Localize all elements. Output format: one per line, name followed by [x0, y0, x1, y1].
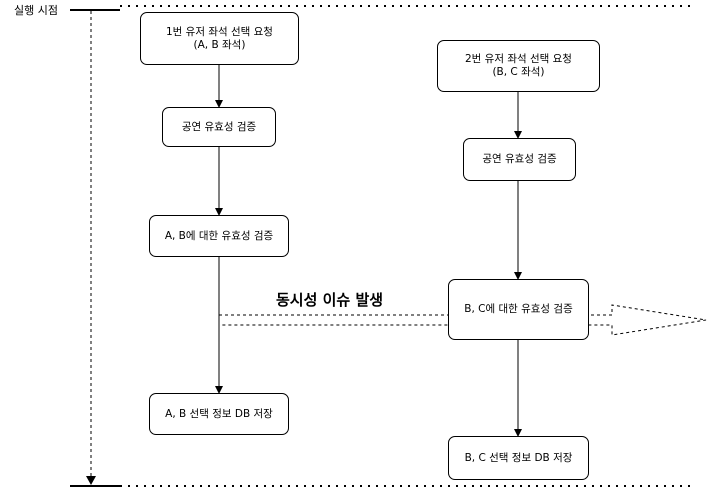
- u2-save-label: B, C 선택 정보 DB 저장: [464, 451, 573, 464]
- u2-validate-seats-label: B, C에 대한 유효성 검증: [464, 303, 573, 315]
- u1-request-box: 1번 유저 좌석 선택 요청 (A, B 좌석): [140, 12, 299, 65]
- u1-request-line1: 1번 유저 좌석 선택 요청: [166, 25, 273, 38]
- concurrency-issue-arrow: [218, 304, 707, 336]
- u2-request-line2: (B, C 좌석): [492, 66, 545, 78]
- u1-validate-seats-label: A, B에 대한 유효성 검증: [164, 229, 274, 242]
- u1-validate-seats-box: A, B에 대한 유효성 검증: [149, 215, 289, 257]
- time-axis-arrowhead: [86, 476, 96, 485]
- u2-validate-show-label: 공연 유효성 검증: [482, 153, 557, 165]
- u1-validate-show-box: 공연 유효성 검증: [162, 107, 276, 147]
- u1-request-line2: (A, B 좌석): [193, 38, 246, 51]
- u1-validate-show-label: 공연 유효성 검증: [181, 120, 257, 133]
- u2-request-line1: 2번 유저 좌석 선택 요청: [465, 53, 572, 65]
- concurrency-issue-label: 동시성 이슈 발생: [276, 291, 384, 309]
- u1-save-label: A, B 선택 정보 DB 저장: [165, 407, 273, 420]
- u1-save-box: A, B 선택 정보 DB 저장: [149, 393, 289, 435]
- u2-validate-show-box: 공연 유효성 검증: [463, 138, 576, 181]
- time-axis-label: 실행 시점: [14, 4, 58, 17]
- u2-validate-seats-box: B, C에 대한 유효성 검증: [448, 279, 589, 340]
- u2-request-box: 2번 유저 좌석 선택 요청 (B, C 좌석): [437, 40, 600, 92]
- u2-save-box: B, C 선택 정보 DB 저장: [448, 436, 589, 480]
